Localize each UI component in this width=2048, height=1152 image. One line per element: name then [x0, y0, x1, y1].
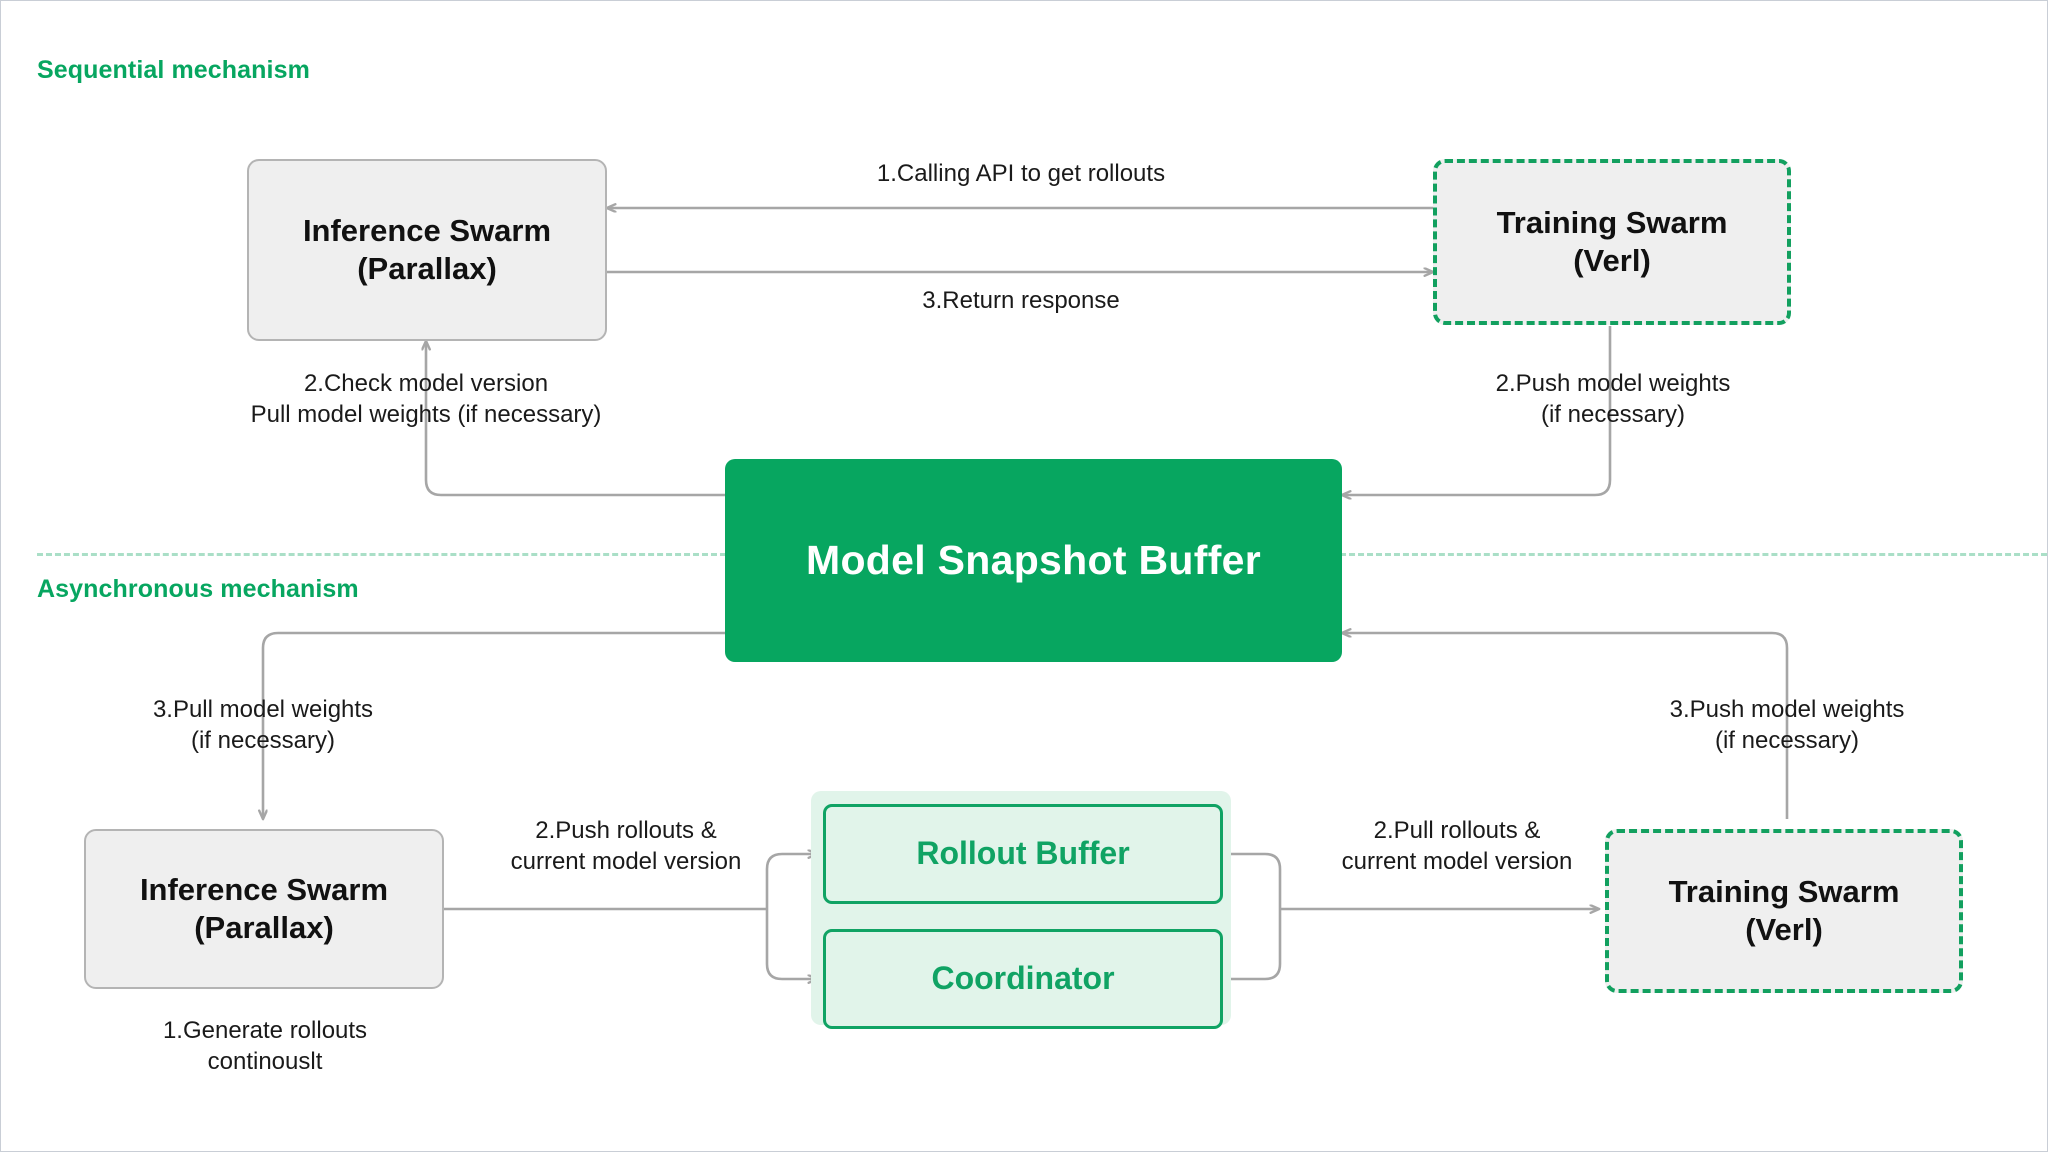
node-coordinator[interactable]: Coordinator: [823, 929, 1223, 1029]
node-label: Inference Swarm (Parallax): [303, 212, 551, 288]
node-label: Inference Swarm (Parallax): [140, 871, 388, 947]
node-label-line2: (Verl): [1745, 912, 1823, 947]
node-label-line1: Inference Swarm: [302, 213, 552, 249]
edge-label-pull-model-weights-async: 3.Pull model weights (if necessary): [152, 696, 374, 754]
node-training-swarm-async[interactable]: Training Swarm (Verl): [1605, 829, 1963, 993]
node-training-swarm-sequential[interactable]: Training Swarm (Verl): [1433, 159, 1791, 325]
edge-label-push-model-weights-sequential: 2.Push model weights (if necessary): [1495, 370, 1731, 428]
node-label-line1: Inference Swarm: [139, 872, 389, 908]
section-title-asynchronous: Asynchronous mechanism: [37, 575, 359, 603]
wire-pull-rollouts-lower: [1225, 909, 1282, 981]
wire-push-rollouts-lower: [765, 909, 817, 979]
edge-label-push-model-weights-async: 3.Push model weights (if necessary): [1669, 696, 1905, 754]
node-label: Rollout Buffer: [916, 835, 1130, 872]
node-label: Model Snapshot Buffer: [805, 537, 1262, 584]
node-label-line1: Training Swarm: [1496, 205, 1728, 241]
edge-label-generate-rollouts: 1.Generate rollouts continouslt: [162, 1017, 368, 1075]
edge-label-pull-rollouts: 2.Pull rollouts & current model version: [1341, 817, 1573, 875]
node-label-line2: (Parallax): [194, 910, 334, 945]
edge-label-return-response: 3.Return response: [922, 287, 1120, 314]
node-label: Training Swarm (Verl): [1669, 873, 1900, 949]
node-label-line1: Training Swarm: [1668, 874, 1900, 910]
node-label-line2: (Parallax): [357, 251, 497, 286]
node-label: Coordinator: [931, 960, 1115, 997]
node-label-line2: (Verl): [1573, 243, 1651, 278]
node-inference-swarm-async[interactable]: Inference Swarm (Parallax): [84, 829, 444, 989]
edge-label-check-model-version: 2.Check model version Pull model weights…: [250, 370, 602, 428]
node-label: Training Swarm (Verl): [1497, 204, 1728, 280]
edge-label-calling-api: 1.Calling API to get rollouts: [876, 160, 1166, 187]
edge-label-push-rollouts: 2.Push rollouts & current model version: [510, 817, 742, 875]
node-inference-swarm-sequential[interactable]: Inference Swarm (Parallax): [247, 159, 607, 341]
section-title-sequential: Sequential mechanism: [37, 56, 310, 84]
wire-pull-rollouts-upper: [1225, 852, 1282, 909]
node-model-snapshot-buffer[interactable]: Model Snapshot Buffer: [725, 459, 1342, 662]
node-rollout-buffer[interactable]: Rollout Buffer: [823, 804, 1223, 904]
